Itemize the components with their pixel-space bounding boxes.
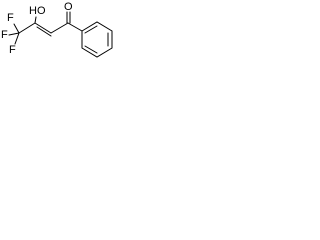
carbonyl-oxygen-label: O [64,1,73,13]
hydroxyl-label: HO [29,5,46,17]
fluorine-top-label: F [7,12,14,24]
bond-cf-left [8,32,20,36]
atom-labels: F F F HO O [1,1,73,56]
bond-ch-carbonyl [50,22,69,34]
bond-cc-double-a [34,22,52,34]
phenyl-ring [81,21,113,58]
phenyl-double-1 [84,25,98,34]
bond-cf3-enol [18,22,36,34]
molecule-diagram: F F F HO O [1,1,113,58]
fluorine-bottom-label: F [9,44,16,56]
bond-lines [8,11,113,58]
bond-carbonyl-phenyl [67,22,83,32]
fluorine-left-label: F [1,29,8,41]
phenyl-double-3 [84,45,98,54]
bond-cf-top [13,23,20,34]
bond-cc-double-b [36,26,52,37]
bond-cf-bottom [14,32,20,45]
bond-enol-oh [34,16,37,24]
